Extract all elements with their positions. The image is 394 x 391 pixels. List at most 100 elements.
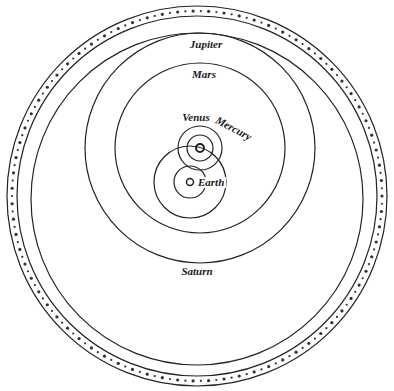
star-dot bbox=[34, 284, 36, 286]
star-dot bbox=[55, 74, 58, 77]
star-dot bbox=[192, 9, 195, 12]
star-dot bbox=[314, 52, 316, 54]
star-dot bbox=[336, 316, 338, 318]
star-dot bbox=[84, 48, 86, 50]
star-dot bbox=[368, 263, 370, 265]
star-dot bbox=[11, 195, 13, 197]
star-dot bbox=[379, 172, 381, 174]
star-dot bbox=[11, 187, 14, 190]
star-dot bbox=[231, 377, 233, 379]
star-dot bbox=[346, 86, 348, 88]
star-dot bbox=[46, 303, 49, 306]
star-dot bbox=[215, 379, 217, 381]
star-dot bbox=[139, 19, 141, 21]
star-dot bbox=[295, 351, 298, 354]
star-dot bbox=[154, 15, 156, 17]
star-dot bbox=[314, 337, 316, 339]
star-dot bbox=[340, 79, 343, 82]
star-dot bbox=[325, 327, 327, 329]
star-dot bbox=[66, 62, 69, 65]
star-dot bbox=[42, 93, 44, 95]
star-dot bbox=[346, 304, 348, 306]
saturn-orbit bbox=[31, 33, 363, 365]
star-dot bbox=[131, 21, 134, 24]
star-dot bbox=[362, 113, 364, 115]
star-dot bbox=[13, 164, 15, 166]
star-dot bbox=[380, 210, 383, 213]
star-dot bbox=[253, 370, 256, 373]
star-dot bbox=[260, 368, 262, 370]
star-dot bbox=[17, 241, 19, 243]
star-dot bbox=[307, 47, 310, 50]
star-dot bbox=[379, 218, 381, 220]
star-dot bbox=[124, 24, 126, 26]
star-dot bbox=[370, 255, 373, 258]
star-dot bbox=[275, 28, 277, 30]
star-dot bbox=[176, 10, 179, 13]
star-dot bbox=[364, 270, 367, 273]
star-dot bbox=[288, 355, 290, 357]
star-dot bbox=[90, 346, 93, 349]
star-dot bbox=[253, 18, 256, 21]
star-dot bbox=[354, 291, 356, 293]
star-dot bbox=[246, 17, 248, 19]
star-dot bbox=[37, 99, 40, 102]
star-dot bbox=[46, 86, 49, 89]
star-dot bbox=[246, 373, 248, 375]
star-dot bbox=[51, 310, 53, 312]
star-dot bbox=[169, 378, 171, 380]
star-dot bbox=[90, 42, 93, 45]
star-dot bbox=[161, 13, 164, 16]
star-dot bbox=[66, 327, 69, 330]
star-dot bbox=[61, 322, 63, 324]
star-dot bbox=[377, 233, 379, 235]
star-dot bbox=[373, 248, 375, 250]
planet-label: Jupiter bbox=[188, 39, 224, 50]
star-dot bbox=[42, 297, 44, 299]
sphere-inner-ring bbox=[17, 16, 377, 376]
star-dot bbox=[23, 126, 26, 129]
star-dot bbox=[238, 375, 241, 378]
star-dot bbox=[373, 141, 375, 143]
star-dot bbox=[77, 337, 80, 340]
star-dot bbox=[12, 171, 15, 174]
planet-label: Mars bbox=[190, 69, 218, 80]
star-dot bbox=[30, 112, 33, 115]
star-dot bbox=[11, 202, 14, 205]
star-dot bbox=[301, 43, 303, 45]
star-dot bbox=[124, 365, 126, 367]
star-dot bbox=[17, 149, 19, 151]
star-dot bbox=[117, 27, 120, 30]
star-dot bbox=[215, 11, 217, 13]
star-dot bbox=[14, 233, 17, 236]
star-dot bbox=[200, 10, 202, 12]
star-dot bbox=[358, 105, 361, 108]
star-dot bbox=[307, 342, 310, 345]
star-dot bbox=[97, 39, 99, 41]
star-dot bbox=[169, 12, 171, 14]
star-dot bbox=[238, 14, 241, 17]
star-dot bbox=[319, 332, 322, 335]
star-dot bbox=[72, 332, 74, 334]
star-dot bbox=[18, 141, 21, 144]
star-dot bbox=[51, 80, 53, 82]
star-dot bbox=[377, 156, 379, 158]
star-dot bbox=[21, 134, 23, 136]
star-dot bbox=[368, 127, 370, 129]
star-dot bbox=[330, 68, 333, 71]
star-dot bbox=[117, 362, 120, 365]
star-dot bbox=[77, 52, 80, 55]
star-dot bbox=[381, 187, 383, 189]
star-dot bbox=[378, 164, 381, 167]
star-dot bbox=[370, 134, 373, 137]
star-dot bbox=[281, 358, 284, 361]
star-dot bbox=[349, 92, 352, 95]
star-dot bbox=[131, 368, 134, 371]
star-dot bbox=[295, 38, 298, 41]
star-dot bbox=[200, 380, 202, 382]
venus-orbit bbox=[178, 126, 222, 170]
star-dot bbox=[340, 309, 343, 312]
star-dot bbox=[97, 351, 99, 353]
star-dot bbox=[281, 30, 284, 33]
